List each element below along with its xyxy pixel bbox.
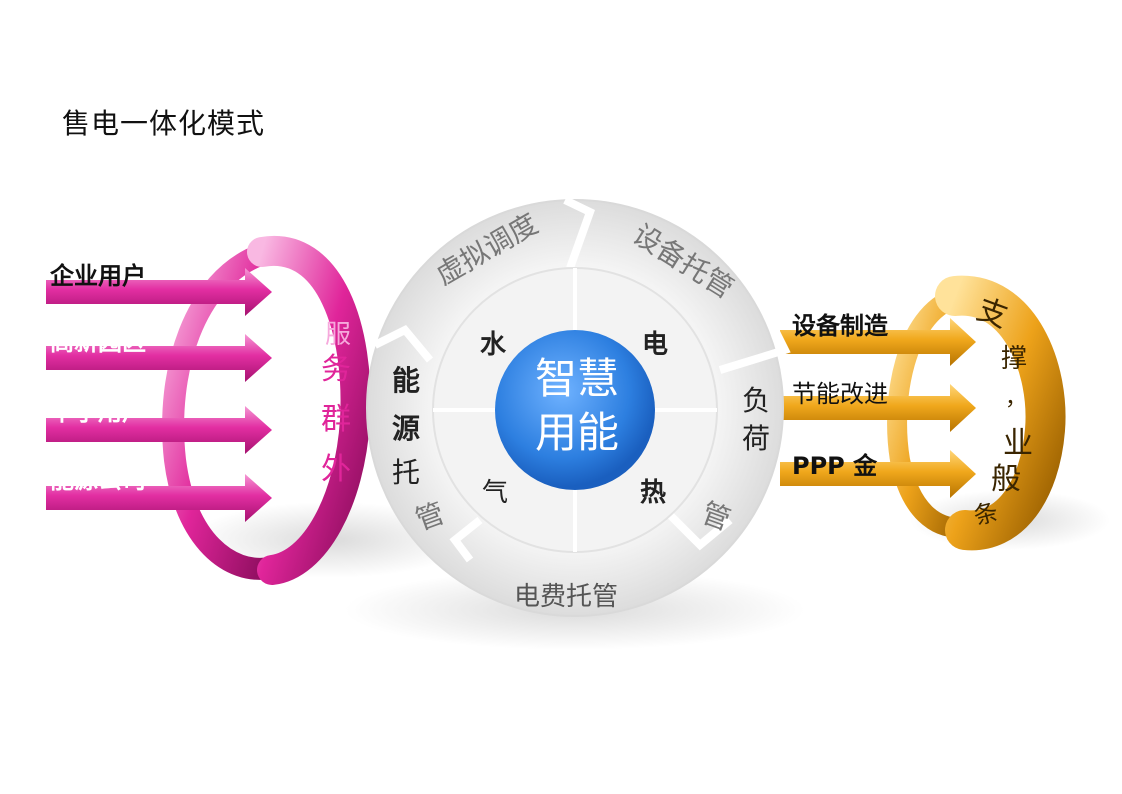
pink-arrow-3 [46, 406, 272, 454]
energy-hosting-char-1: 能 [391, 364, 420, 397]
right-item-energy-saving: 节能改进 [792, 380, 888, 408]
pink-ring-char-3: 群 [321, 402, 351, 437]
orange-ring-char-4: 业 [1003, 426, 1033, 461]
quadrant-water[interactable]: 水 [480, 330, 507, 360]
quadrant-electricity[interactable]: 电 [642, 330, 669, 360]
orange-ring-char-5: 般 [991, 462, 1021, 497]
center-circle [495, 330, 655, 490]
center-line-2: 用能 [534, 407, 619, 457]
pink-arrow-1 [46, 268, 272, 316]
orange-ring-char-2: 撑 [1000, 344, 1027, 374]
orange-ring-char-3: ， [1004, 386, 1027, 411]
orange-arrow-1 [780, 318, 976, 366]
orange-arrow-2 [780, 384, 976, 432]
energy-hosting-char-2: 源 [391, 412, 420, 445]
load-mgmt-char-2: 荷 [741, 422, 770, 455]
right-item-ppp-fund: PPP 金 [792, 452, 878, 480]
pink-arrow-2 [46, 334, 272, 382]
energy-hosting-char-3: 托 [391, 456, 420, 489]
ring-separator-5 [373, 325, 434, 363]
pink-ring-char-1: 服 [324, 320, 351, 350]
pink-arrow-4 [46, 474, 272, 522]
left-item-enterprise: 企业用户 [50, 262, 146, 290]
pink-ring-char-4: 外 [321, 452, 351, 487]
segment-bill-hosting[interactable]: 电费托管 [514, 582, 619, 612]
left-item-smb-users: 中小用户 [50, 398, 146, 426]
orange-ring-back [887, 288, 975, 539]
ring-separator-2 [718, 318, 791, 374]
quadrant-heat[interactable]: 热 [640, 478, 667, 508]
ring-separator-4 [449, 516, 483, 563]
quadrant-gas[interactable]: 气 [482, 478, 509, 508]
pink-ring-front [247, 235, 371, 585]
orange-arrows [780, 318, 976, 498]
ring-separator-3 [667, 512, 733, 551]
pink-arrows [46, 268, 272, 522]
center-label[interactable]: 智慧 用能 [510, 352, 644, 460]
ring-separator-1 [563, 196, 595, 270]
center-line-1: 智慧 [534, 354, 619, 403]
page-title: 售电一体化模式 [62, 107, 266, 140]
load-mgmt-char-1: 负 [741, 384, 770, 417]
wheel [366, 196, 791, 617]
orange-arrow-3 [780, 450, 976, 498]
pink-ring-char-2: 务 [321, 352, 351, 387]
right-item-equipment-mfg: 设备制造 [792, 312, 888, 340]
left-item-hightech-park: 高新园区 [50, 328, 146, 356]
left-item-energy-company: 能源公司 [50, 466, 146, 494]
orange-ring-front [935, 275, 1066, 551]
